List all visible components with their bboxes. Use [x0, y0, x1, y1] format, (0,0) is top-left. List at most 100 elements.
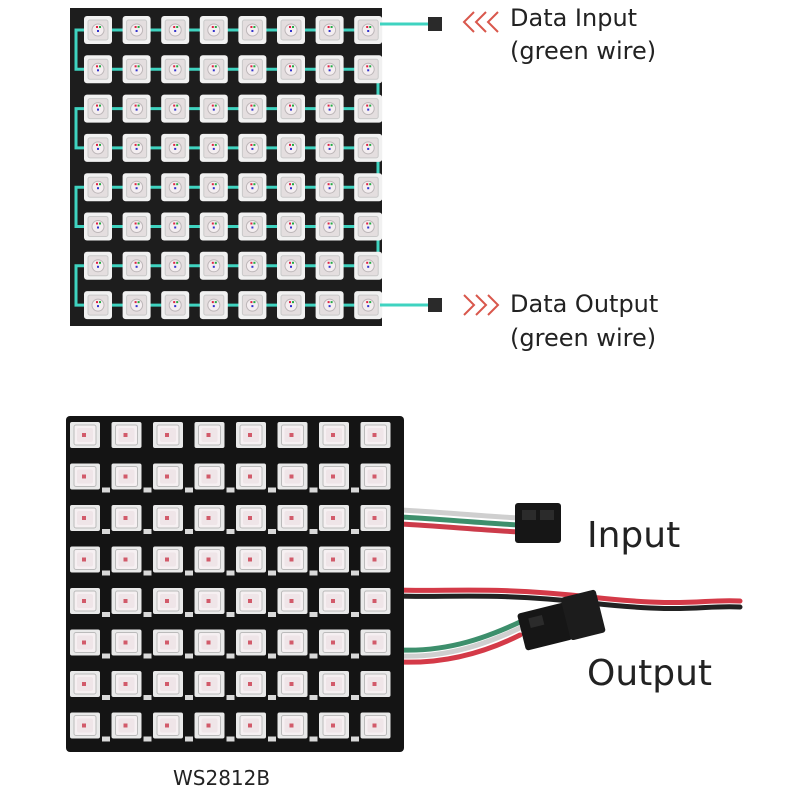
led-pixel [354, 173, 383, 202]
led-chip [319, 546, 359, 576]
led-pixel [277, 212, 305, 241]
led-chip [194, 629, 235, 659]
output-terminal [428, 298, 442, 312]
led-chip [277, 588, 318, 617]
led-pixel [238, 133, 267, 162]
led-pixel [84, 251, 112, 280]
led-chip [236, 671, 276, 700]
led-pixel [161, 94, 190, 123]
input-terminal [428, 17, 442, 31]
led-chip [194, 546, 235, 576]
led-chip [70, 463, 110, 493]
led-pixel [84, 16, 112, 44]
led-pixel [238, 55, 267, 84]
led-pixel [161, 55, 190, 84]
led-pixel [84, 212, 112, 241]
led-pixel [238, 291, 267, 320]
led-chip [236, 546, 276, 576]
led-pixel [354, 251, 383, 280]
led-chip [70, 588, 110, 617]
led-chip [153, 671, 193, 700]
led-chip [360, 629, 391, 656]
led-pixel [84, 55, 112, 84]
led-chip [360, 505, 391, 531]
led-pixel [199, 291, 228, 320]
led-pixel [122, 133, 151, 162]
led-pixel [84, 133, 112, 162]
led-chip [277, 671, 318, 700]
led-chip [70, 546, 110, 576]
led-pixel [199, 94, 228, 123]
led-chip [236, 422, 266, 448]
led-chip [360, 546, 391, 573]
flexible-led-board [66, 416, 404, 752]
led-chip [277, 546, 318, 576]
led-chip [111, 588, 152, 617]
led-pixel [84, 94, 112, 123]
led-chip [153, 712, 193, 742]
led-pixel [122, 55, 151, 84]
led-pixel [122, 94, 151, 123]
led-pixel [354, 16, 383, 44]
led-chip [319, 712, 359, 742]
led-chip [111, 463, 152, 493]
input-arrow-icon [462, 11, 499, 33]
led-pixel [122, 291, 151, 320]
led-matrix-wiring-diagram [70, 8, 500, 326]
led-chip [111, 712, 152, 742]
led-chip [236, 712, 276, 742]
led-pixel [238, 16, 267, 44]
led-pixel [315, 173, 344, 202]
led-chip [360, 588, 391, 614]
led-pixel [84, 173, 112, 202]
data-output-label: Data Output [510, 290, 659, 318]
data-output-sublabel: (green wire) [510, 324, 657, 352]
led-pixel [122, 173, 151, 202]
data-input-sublabel: (green wire) [510, 37, 657, 65]
led-chip [194, 712, 235, 742]
led-pixel [315, 291, 344, 320]
led-matrix-photo [66, 416, 743, 752]
led-pixel [161, 291, 190, 320]
led-pixel [315, 133, 344, 162]
led-pixel [354, 291, 383, 320]
led-chip [194, 463, 235, 493]
led-pixel [199, 212, 228, 241]
led-chip [277, 629, 318, 659]
led-pixel [277, 173, 305, 202]
led-chip [319, 422, 349, 448]
led-pixel [161, 173, 190, 202]
led-pixel [122, 212, 151, 241]
led-chip [153, 629, 193, 659]
led-pixel [161, 212, 190, 241]
led-chip [111, 546, 152, 576]
led-pixel [122, 16, 151, 44]
led-chip [277, 505, 318, 534]
led-chip [153, 505, 193, 534]
led-chip [194, 422, 225, 448]
led-chip [319, 671, 359, 700]
led-pixel [277, 94, 305, 123]
led-chip [236, 629, 276, 659]
led-chip [277, 422, 308, 448]
led-chip [70, 712, 110, 742]
led-pixel [238, 94, 267, 123]
led-chip [360, 671, 391, 697]
led-chip [319, 505, 359, 534]
input-cable [397, 507, 523, 535]
led-chip [236, 588, 276, 617]
led-chip [153, 463, 193, 493]
led-pixel [199, 16, 228, 44]
led-chip [194, 505, 235, 534]
led-chip [319, 629, 359, 659]
led-pixel [354, 94, 383, 123]
led-pixel [161, 16, 190, 44]
led-pixel [277, 55, 305, 84]
led-chip [236, 463, 276, 493]
input-label: Input [587, 515, 681, 556]
led-chip [319, 588, 359, 617]
led-chip [70, 629, 110, 659]
led-pixel [315, 251, 344, 280]
model-caption: WS2812B [173, 766, 271, 790]
